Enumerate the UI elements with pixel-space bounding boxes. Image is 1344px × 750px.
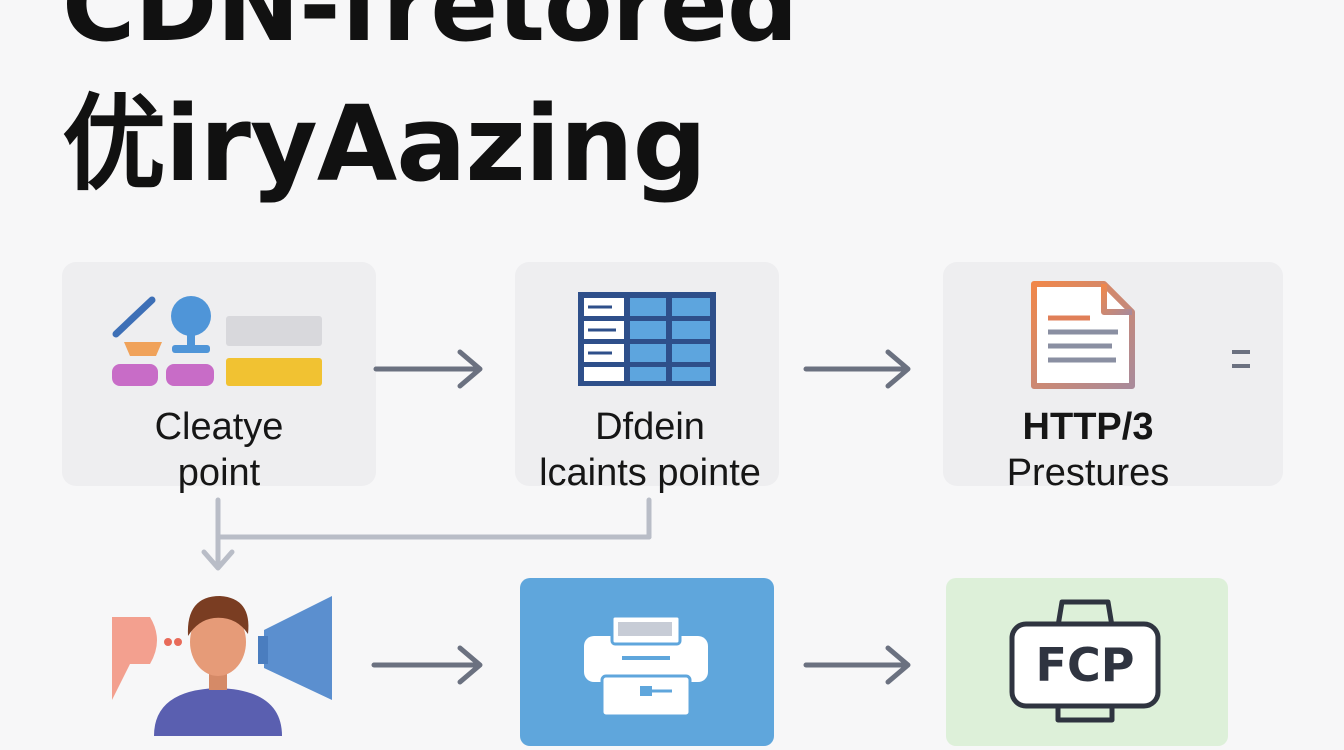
step-2-label-line-2: lcaints pointe xyxy=(539,452,761,494)
document-icon xyxy=(1031,281,1135,389)
diagram-title-line-2: 优iryAazing xyxy=(62,83,707,205)
step-1-label-line-2: point xyxy=(177,452,261,494)
step-2-label-line-1: Dfdein xyxy=(595,406,705,448)
step-3-label: HTTP/3 Prestures xyxy=(943,404,1233,496)
step-3-label-line-1: HTTP/3 xyxy=(1022,406,1154,448)
arrow-user-to-printer xyxy=(371,645,483,685)
fcp-monitor-icon xyxy=(1009,599,1161,723)
connector-to-user xyxy=(201,497,652,571)
user-broadcast-icon xyxy=(112,596,332,736)
printer-icon xyxy=(584,614,708,718)
arrow-step1-to-step2 xyxy=(373,349,483,389)
equals-icon xyxy=(1232,350,1250,368)
arrow-step2-to-step3 xyxy=(803,349,911,389)
step-1-label-line-1: Cleatye xyxy=(154,406,284,448)
step-3-label-line-2: Prestures xyxy=(1006,452,1170,494)
fcp-label: FCP xyxy=(1035,638,1135,692)
arrow-printer-to-fcp xyxy=(803,645,911,685)
step-2-label: Dfdein lcaints pointe xyxy=(500,404,800,496)
step-1-label: Cleatye point xyxy=(62,404,376,496)
table-grid-icon xyxy=(578,292,716,386)
ui-components-icon xyxy=(112,296,322,386)
diagram-title-line-1: CDN-fretored xyxy=(62,0,798,64)
